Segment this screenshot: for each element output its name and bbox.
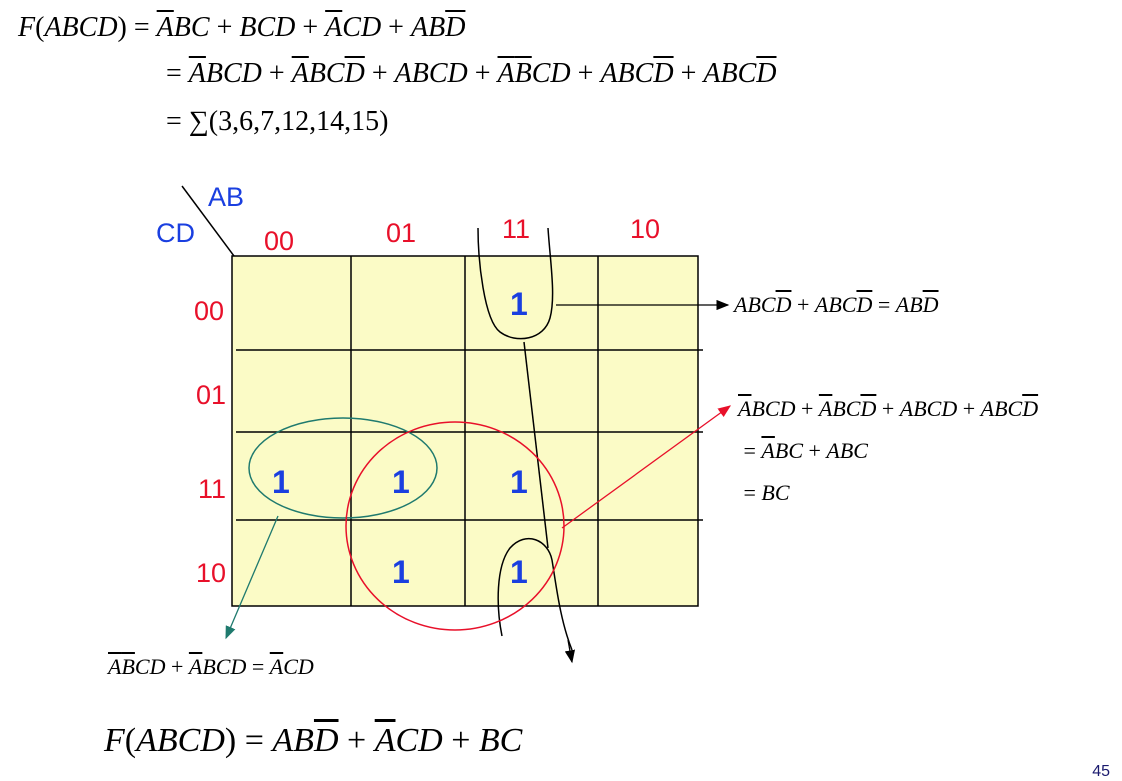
black-loop-top: [477, 227, 554, 340]
kmap-cell-r3-c1: 1: [392, 554, 410, 590]
black-loop-connector: [523, 341, 549, 549]
equation-line-3: = ∑(3,6,7,12,14,15): [166, 106, 389, 137]
arrow-bottom-black: [564, 639, 576, 664]
teal-loop: [248, 417, 438, 519]
kmap-corner-diagonal: [181, 185, 235, 257]
kmap-col-label-11: 11: [502, 214, 531, 244]
kmap-row-label-11: 11: [198, 474, 227, 504]
annotation-top-right: ABCD + ABCD = ABD: [734, 292, 939, 317]
black-loop-bottom: [497, 537, 573, 651]
kmap-col-label-00: 00: [264, 226, 295, 256]
kmap-cell-r3-c2: 1: [510, 554, 528, 590]
arrow-red: [561, 405, 732, 529]
equation-line-1: F(ABCD) = ABC + BCD + ACD + ABD: [18, 12, 466, 43]
final-equation: F(ABCD) = ABD + ACD + BC: [104, 722, 523, 759]
kmap-col-var-label: AB: [208, 182, 245, 212]
annotation-right-line-1: ABCD + ABCD + ABCD + ABCD: [738, 396, 1039, 421]
kmap-col-label-10: 10: [630, 214, 661, 244]
kmap-cell-r0-c2: 1: [510, 286, 528, 322]
kmap-row-label-10: 10: [196, 558, 227, 588]
kmap-row-label-01: 01: [196, 380, 227, 410]
annotation-bottom-left: ABCD + ABCD = ACD: [108, 654, 314, 679]
annotation-right-line-3: = BC: [738, 480, 790, 505]
annotation-right-line-2: = ABC + ABC: [738, 438, 868, 463]
equation-line-2: = ABCD + ABCD + ABCD + ABCD + ABCD + ABC…: [166, 58, 777, 89]
kmap-row-var-label: CD: [156, 218, 195, 248]
kmap-cell-r2-c2: 1: [510, 464, 528, 500]
kmap-cell-r2-c1: 1: [392, 464, 410, 500]
arrow-teal: [225, 515, 279, 640]
kmap-col-label-01: 01: [386, 218, 417, 248]
kmap-cell-r2-c0: 1: [272, 464, 290, 500]
page-number: 45: [1092, 763, 1110, 780]
kmap-row-label-00: 00: [194, 296, 225, 326]
